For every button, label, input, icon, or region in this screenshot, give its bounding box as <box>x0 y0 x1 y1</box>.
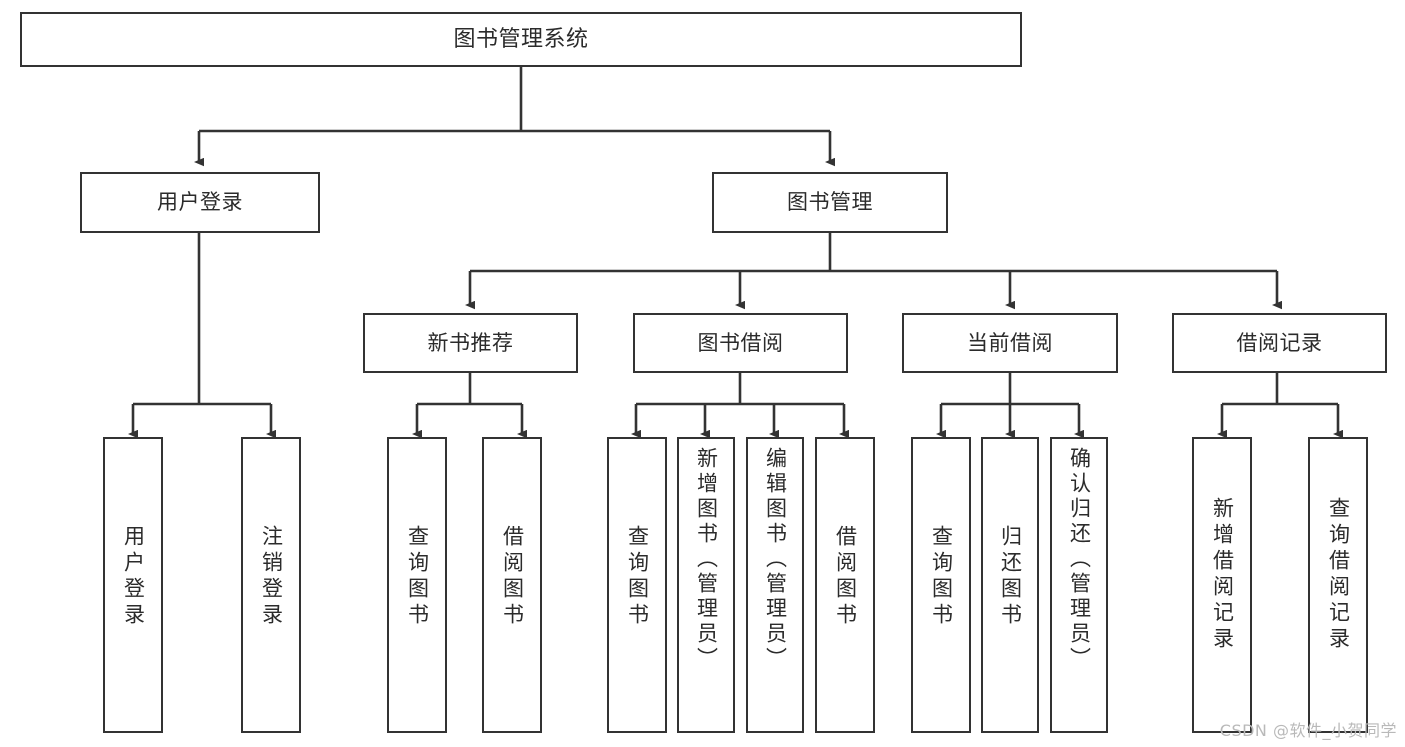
node-label: 确认归还（管理员） <box>1067 447 1092 672</box>
leaf-borrow-book-borrow[interactable]: 借阅图书 <box>815 437 875 733</box>
node-label: 当前借阅 <box>967 330 1053 355</box>
node-label: 编辑图书（管理员） <box>763 447 788 672</box>
node-book-management[interactable]: 图书管理 <box>712 172 948 233</box>
node-label: 用户登录 <box>157 190 243 215</box>
node-current-borrow[interactable]: 当前借阅 <box>902 313 1118 373</box>
leaf-borrow-book-recommend[interactable]: 借阅图书 <box>482 437 542 733</box>
leaf-confirm-return[interactable]: 确认归还（管理员） <box>1050 437 1108 733</box>
node-label: 借阅图书 <box>500 525 525 629</box>
node-label: 归还图书 <box>998 525 1023 629</box>
node-book-borrow[interactable]: 图书借阅 <box>633 313 848 373</box>
node-user-login[interactable]: 用户登录 <box>80 172 320 233</box>
csdn-watermark: CSDN @软件_小贺同学 <box>1219 721 1397 740</box>
node-new-book-recommend[interactable]: 新书推荐 <box>363 313 578 373</box>
node-label: 用户登录 <box>121 525 146 629</box>
leaf-query-book-borrow[interactable]: 查询图书 <box>607 437 667 733</box>
leaf-return-book[interactable]: 归还图书 <box>981 437 1039 733</box>
node-label: 图书管理系统 <box>453 26 589 52</box>
node-root-system[interactable]: 图书管理系统 <box>20 12 1022 67</box>
node-label: 新增图书（管理员） <box>694 447 719 672</box>
node-label: 查询图书 <box>625 525 650 629</box>
leaf-user-login[interactable]: 用户登录 <box>103 437 163 733</box>
node-label: 借阅记录 <box>1236 330 1323 355</box>
leaf-query-borrow-record[interactable]: 查询借阅记录 <box>1308 437 1368 733</box>
leaf-logout-login[interactable]: 注销登录 <box>241 437 301 733</box>
node-borrow-record[interactable]: 借阅记录 <box>1172 313 1387 373</box>
node-label: 注销登录 <box>259 525 284 629</box>
node-label: 查询借阅记录 <box>1326 497 1351 653</box>
leaf-query-book-recommend[interactable]: 查询图书 <box>387 437 447 733</box>
node-label: 新增借阅记录 <box>1210 497 1235 653</box>
leaf-add-book[interactable]: 新增图书（管理员） <box>677 437 735 733</box>
leaf-query-book-current[interactable]: 查询图书 <box>911 437 971 733</box>
node-label: 查询图书 <box>929 525 954 629</box>
node-label: 借阅图书 <box>833 525 858 629</box>
leaf-add-borrow-record[interactable]: 新增借阅记录 <box>1192 437 1252 733</box>
node-label: 图书借阅 <box>697 330 784 355</box>
node-label: 图书管理 <box>787 190 873 215</box>
node-label: 查询图书 <box>405 525 430 629</box>
leaf-edit-book[interactable]: 编辑图书（管理员） <box>746 437 804 733</box>
node-label: 新书推荐 <box>427 330 514 355</box>
